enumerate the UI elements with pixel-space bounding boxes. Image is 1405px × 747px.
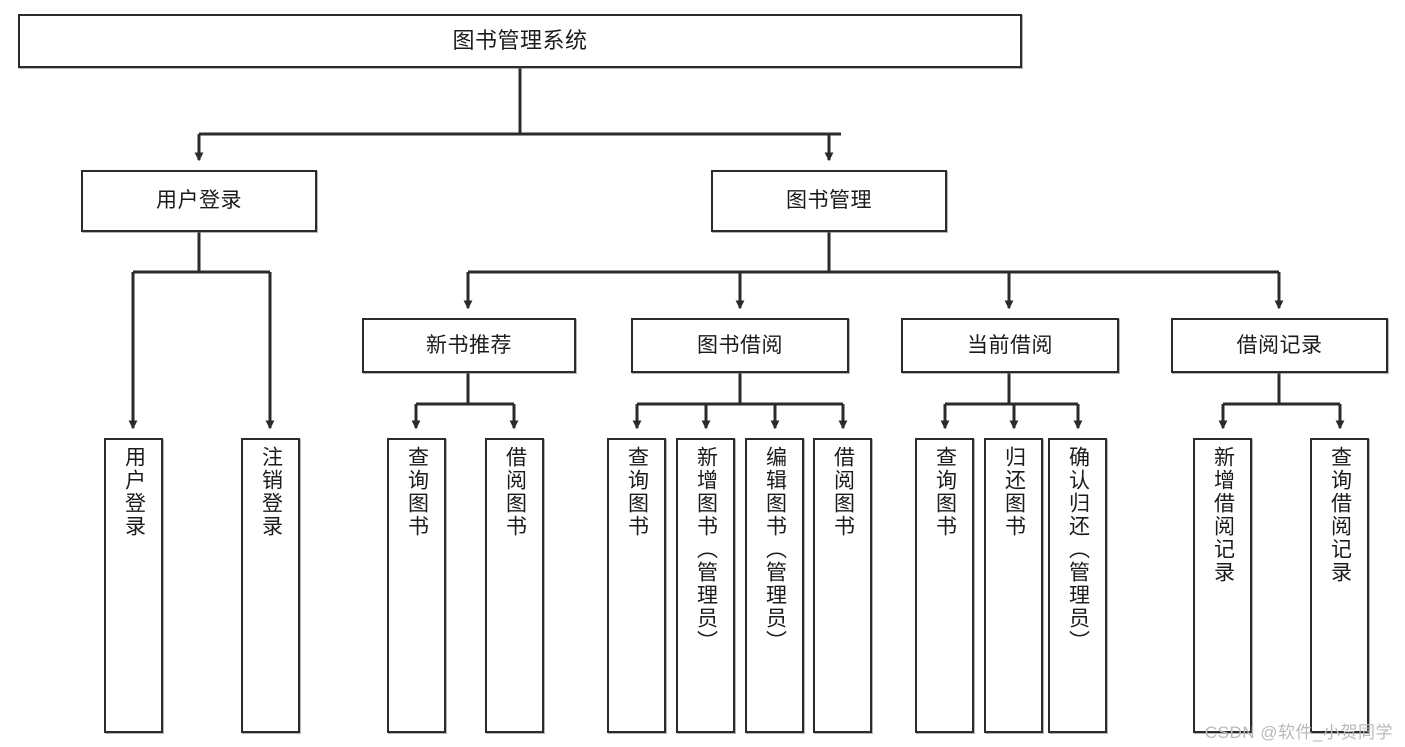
node-label: 确认归还（管理员） [1066,446,1090,653]
node-label: 注销登录 [259,446,283,538]
node-label: 当前借阅 [967,333,1053,357]
leaf-book-borrow-add-book-admin[interactable]: 新增图书（管理员） [676,438,735,733]
node-label: 编辑图书（管理员） [763,446,787,653]
node-user-login[interactable]: 用户登录 [81,170,317,232]
node-label: 查询图书 [625,446,649,538]
node-label: 借阅图书 [831,446,855,538]
node-label: 查询图书 [405,446,429,538]
node-label: 借阅图书 [503,446,527,538]
node-label: 新增借阅记录 [1211,446,1235,584]
leaf-user-login-logout[interactable]: 注销登录 [241,438,300,733]
node-label: 查询借阅记录 [1328,446,1352,584]
leaf-current-borrow-confirm-return-admin[interactable]: 确认归还（管理员） [1048,438,1107,733]
leaf-book-borrow-borrow-book[interactable]: 借阅图书 [813,438,872,733]
node-label: 用户登录 [122,446,146,538]
node-borrowing-record[interactable]: 借阅记录 [1171,318,1388,373]
node-label: 借阅记录 [1236,333,1323,357]
node-label: 图书借阅 [697,333,783,357]
node-new-book-recommendation[interactable]: 新书推荐 [362,318,576,373]
leaf-book-borrow-edit-book-admin[interactable]: 编辑图书（管理员） [745,438,804,733]
node-book-borrowing[interactable]: 图书借阅 [631,318,849,373]
node-book-management[interactable]: 图书管理 [711,170,947,232]
node-label: 图书管理 [786,189,872,213]
leaf-borrow-record-query-record[interactable]: 查询借阅记录 [1310,438,1369,733]
leaf-new-book-borrow-book[interactable]: 借阅图书 [485,438,544,733]
leaf-new-book-query-book[interactable]: 查询图书 [387,438,446,733]
leaf-borrow-record-add-record[interactable]: 新增借阅记录 [1193,438,1252,733]
node-label: 新书推荐 [426,333,512,357]
node-label: 图书管理系统 [452,27,588,53]
node-label: 新增图书（管理员） [694,446,718,653]
node-current-borrowing[interactable]: 当前借阅 [901,318,1119,373]
node-label: 查询图书 [933,446,957,538]
node-label: 用户登录 [156,189,242,213]
leaf-current-borrow-query-book[interactable]: 查询图书 [915,438,974,733]
node-label: 归还图书 [1002,446,1026,538]
leaf-current-borrow-return-book[interactable]: 归还图书 [984,438,1043,733]
leaf-book-borrow-query-book[interactable]: 查询图书 [607,438,666,733]
node-root-book-management-system[interactable]: 图书管理系统 [18,14,1022,68]
leaf-user-login-login[interactable]: 用户登录 [104,438,163,733]
